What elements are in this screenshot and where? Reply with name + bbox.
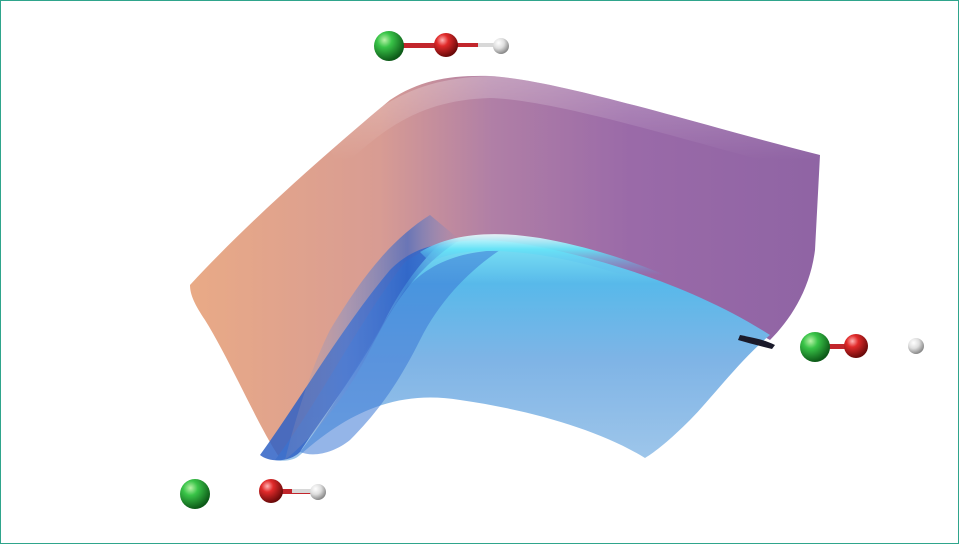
- potential-energy-surface: [190, 75, 820, 461]
- bond-o-h: [450, 43, 495, 47]
- atom-cl: [180, 479, 210, 509]
- molecule-reactants: [180, 479, 326, 509]
- atom-h: [493, 38, 509, 54]
- surface-upper-sheet: [190, 75, 820, 459]
- surface-ridge-highlight: [330, 76, 820, 175]
- bond-cl-o: [395, 43, 445, 48]
- surface-right-edge: [738, 335, 775, 349]
- bond-o-h-white: [478, 43, 498, 47]
- bond-cl-o: [815, 344, 855, 349]
- atom-o: [259, 479, 283, 503]
- atom-o: [434, 33, 458, 57]
- atom-o: [844, 334, 868, 358]
- surface-valley-glow: [420, 234, 770, 342]
- surface-left-blend: [285, 215, 460, 460]
- atom-h: [908, 338, 924, 354]
- molecule-products: [800, 332, 924, 362]
- molecule-transition-state: [374, 31, 509, 61]
- atom-cl: [374, 31, 404, 61]
- atom-h: [310, 484, 326, 500]
- surface-valley-shade: [300, 250, 500, 455]
- atom-cl: [800, 332, 830, 362]
- bond-o-h-white: [292, 489, 317, 493]
